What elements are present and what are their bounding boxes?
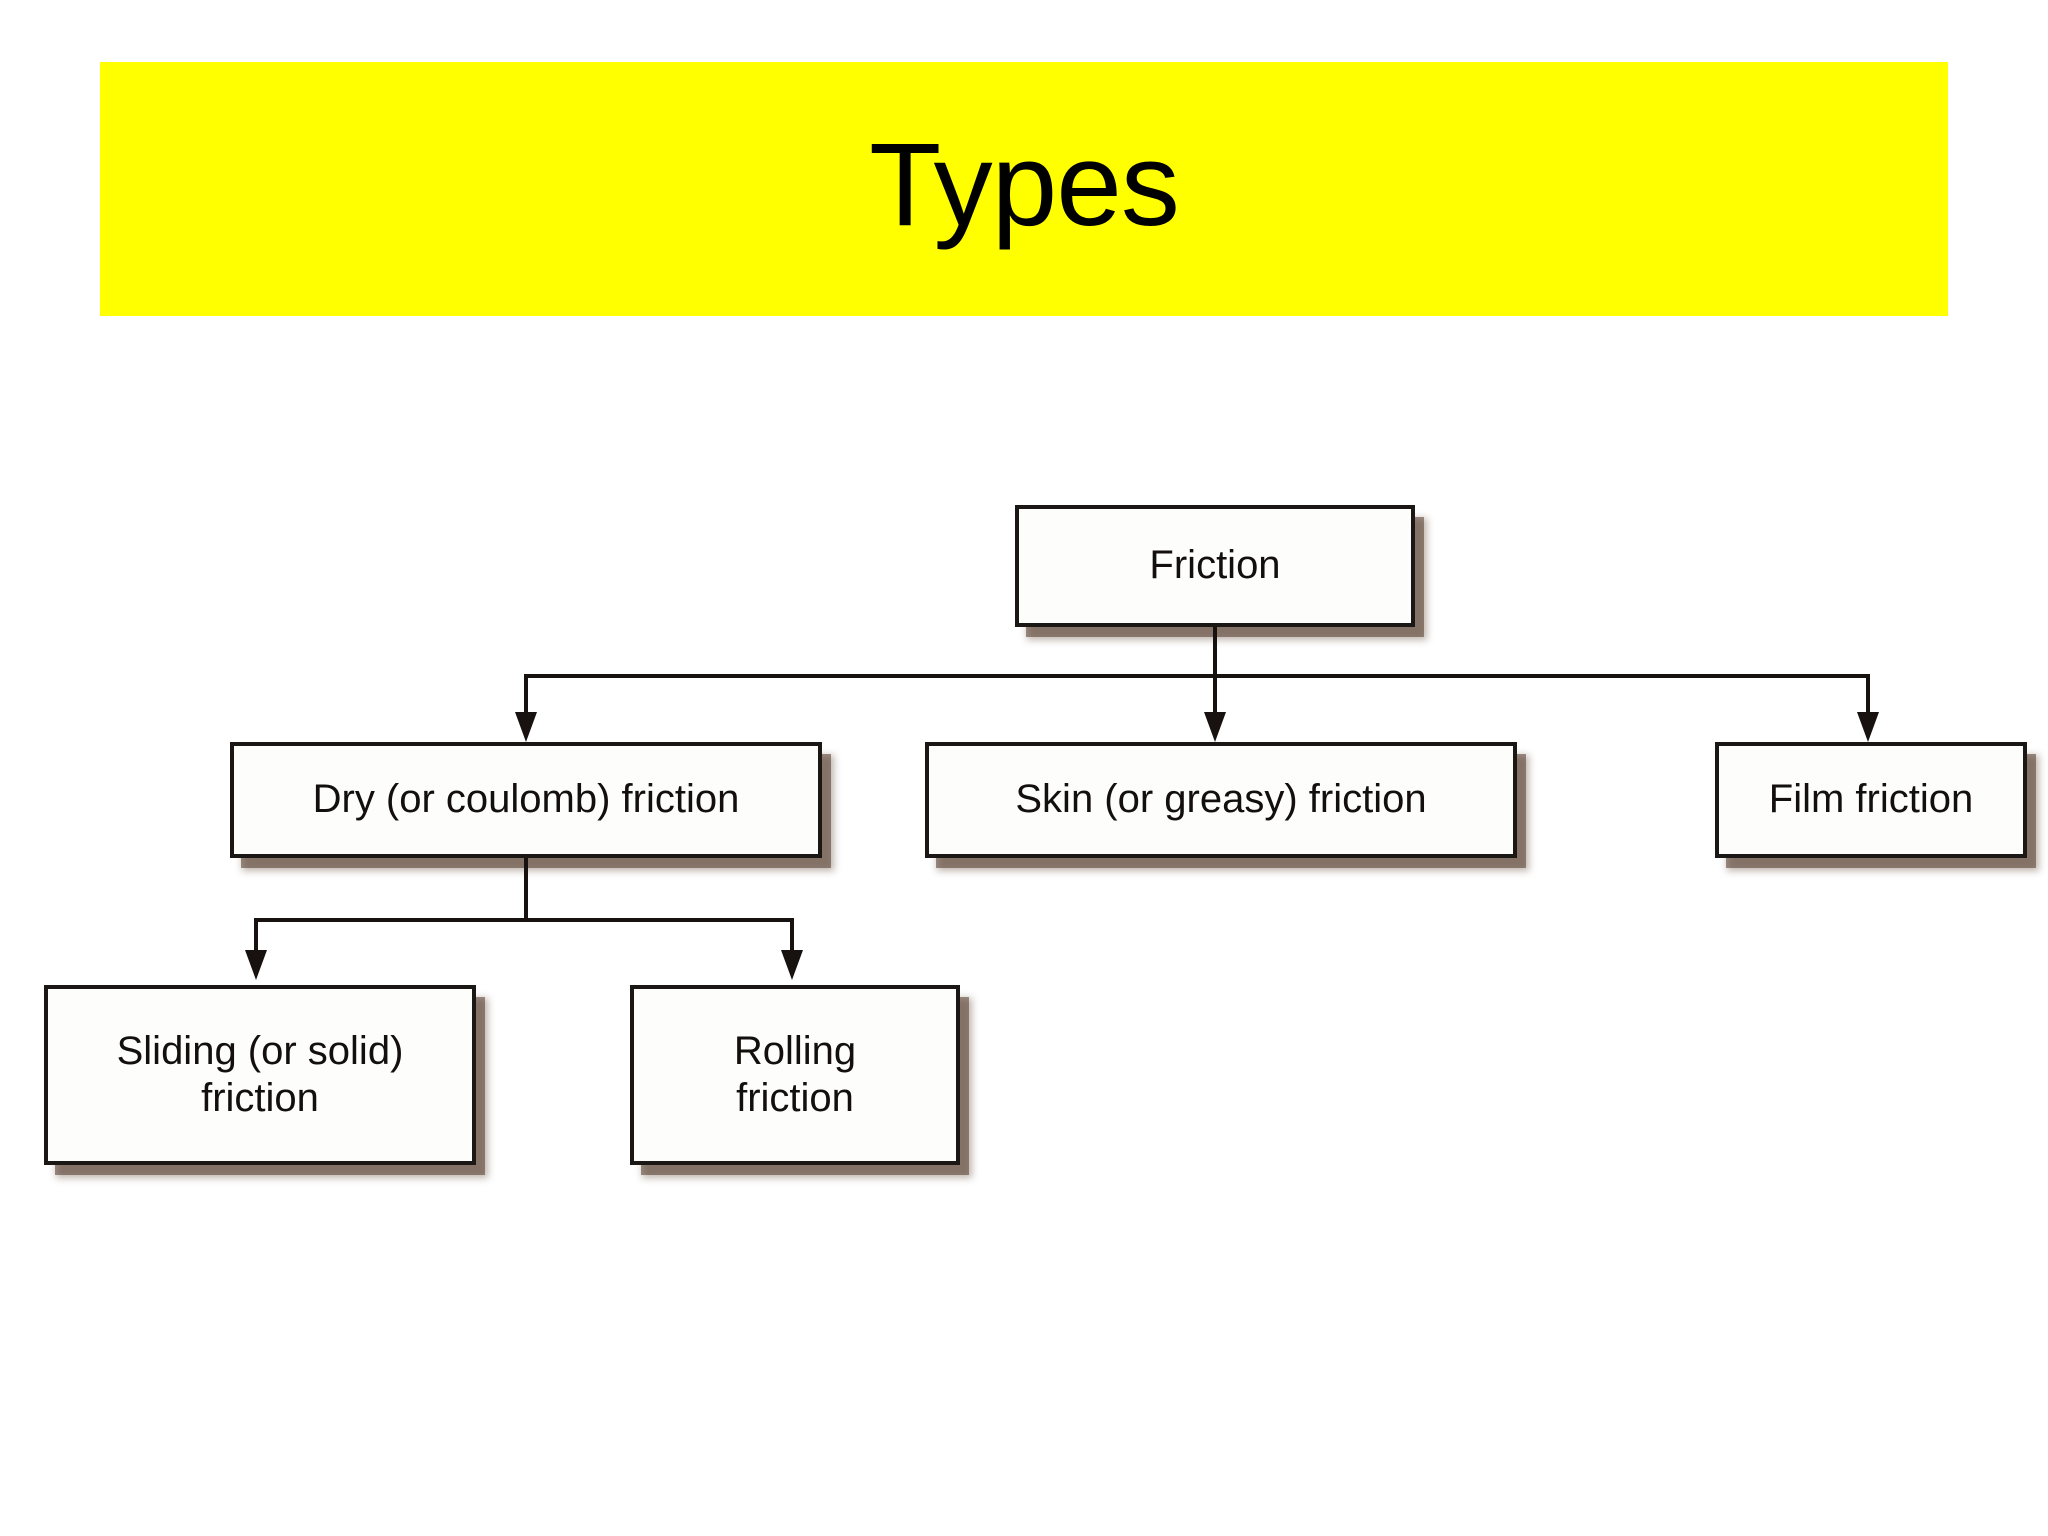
node-dry-friction-label: Dry (or coulomb) friction bbox=[312, 777, 740, 822]
arrow-head-to-sliding bbox=[245, 950, 267, 980]
node-film-friction-label: Film friction bbox=[1768, 777, 1974, 822]
connector-to-sliding bbox=[254, 918, 258, 952]
connector-to-film bbox=[1866, 674, 1870, 716]
connector-level1-bus bbox=[524, 674, 1870, 678]
arrow-head-to-dry bbox=[515, 712, 537, 742]
connector-dry-stem bbox=[524, 858, 528, 922]
node-friction[interactable]: Friction bbox=[1015, 505, 1415, 627]
connector-to-rolling bbox=[790, 918, 794, 952]
node-friction-label: Friction bbox=[1149, 543, 1281, 588]
node-dry-friction[interactable]: Dry (or coulomb) friction bbox=[230, 742, 822, 858]
node-sliding-friction-label: Sliding (or solid) friction bbox=[116, 1028, 404, 1120]
connector-level2-bus bbox=[254, 918, 794, 922]
connector-to-dry bbox=[524, 674, 528, 716]
title-banner: Types bbox=[100, 62, 1948, 316]
node-skin-friction-label: Skin (or greasy) friction bbox=[1015, 777, 1427, 822]
node-sliding-friction[interactable]: Sliding (or solid) friction bbox=[44, 985, 476, 1165]
page-title: Types bbox=[869, 119, 1180, 251]
node-rolling-friction-label: Rolling friction bbox=[733, 1028, 857, 1120]
node-rolling-friction[interactable]: Rolling friction bbox=[630, 985, 960, 1165]
connector-friction-stem bbox=[1213, 627, 1217, 676]
connector-to-skin bbox=[1213, 674, 1217, 716]
arrow-head-to-film bbox=[1857, 712, 1879, 742]
node-film-friction[interactable]: Film friction bbox=[1715, 742, 2027, 858]
node-skin-friction[interactable]: Skin (or greasy) friction bbox=[925, 742, 1517, 858]
arrow-head-to-rolling bbox=[781, 950, 803, 980]
arrow-head-to-skin bbox=[1204, 712, 1226, 742]
